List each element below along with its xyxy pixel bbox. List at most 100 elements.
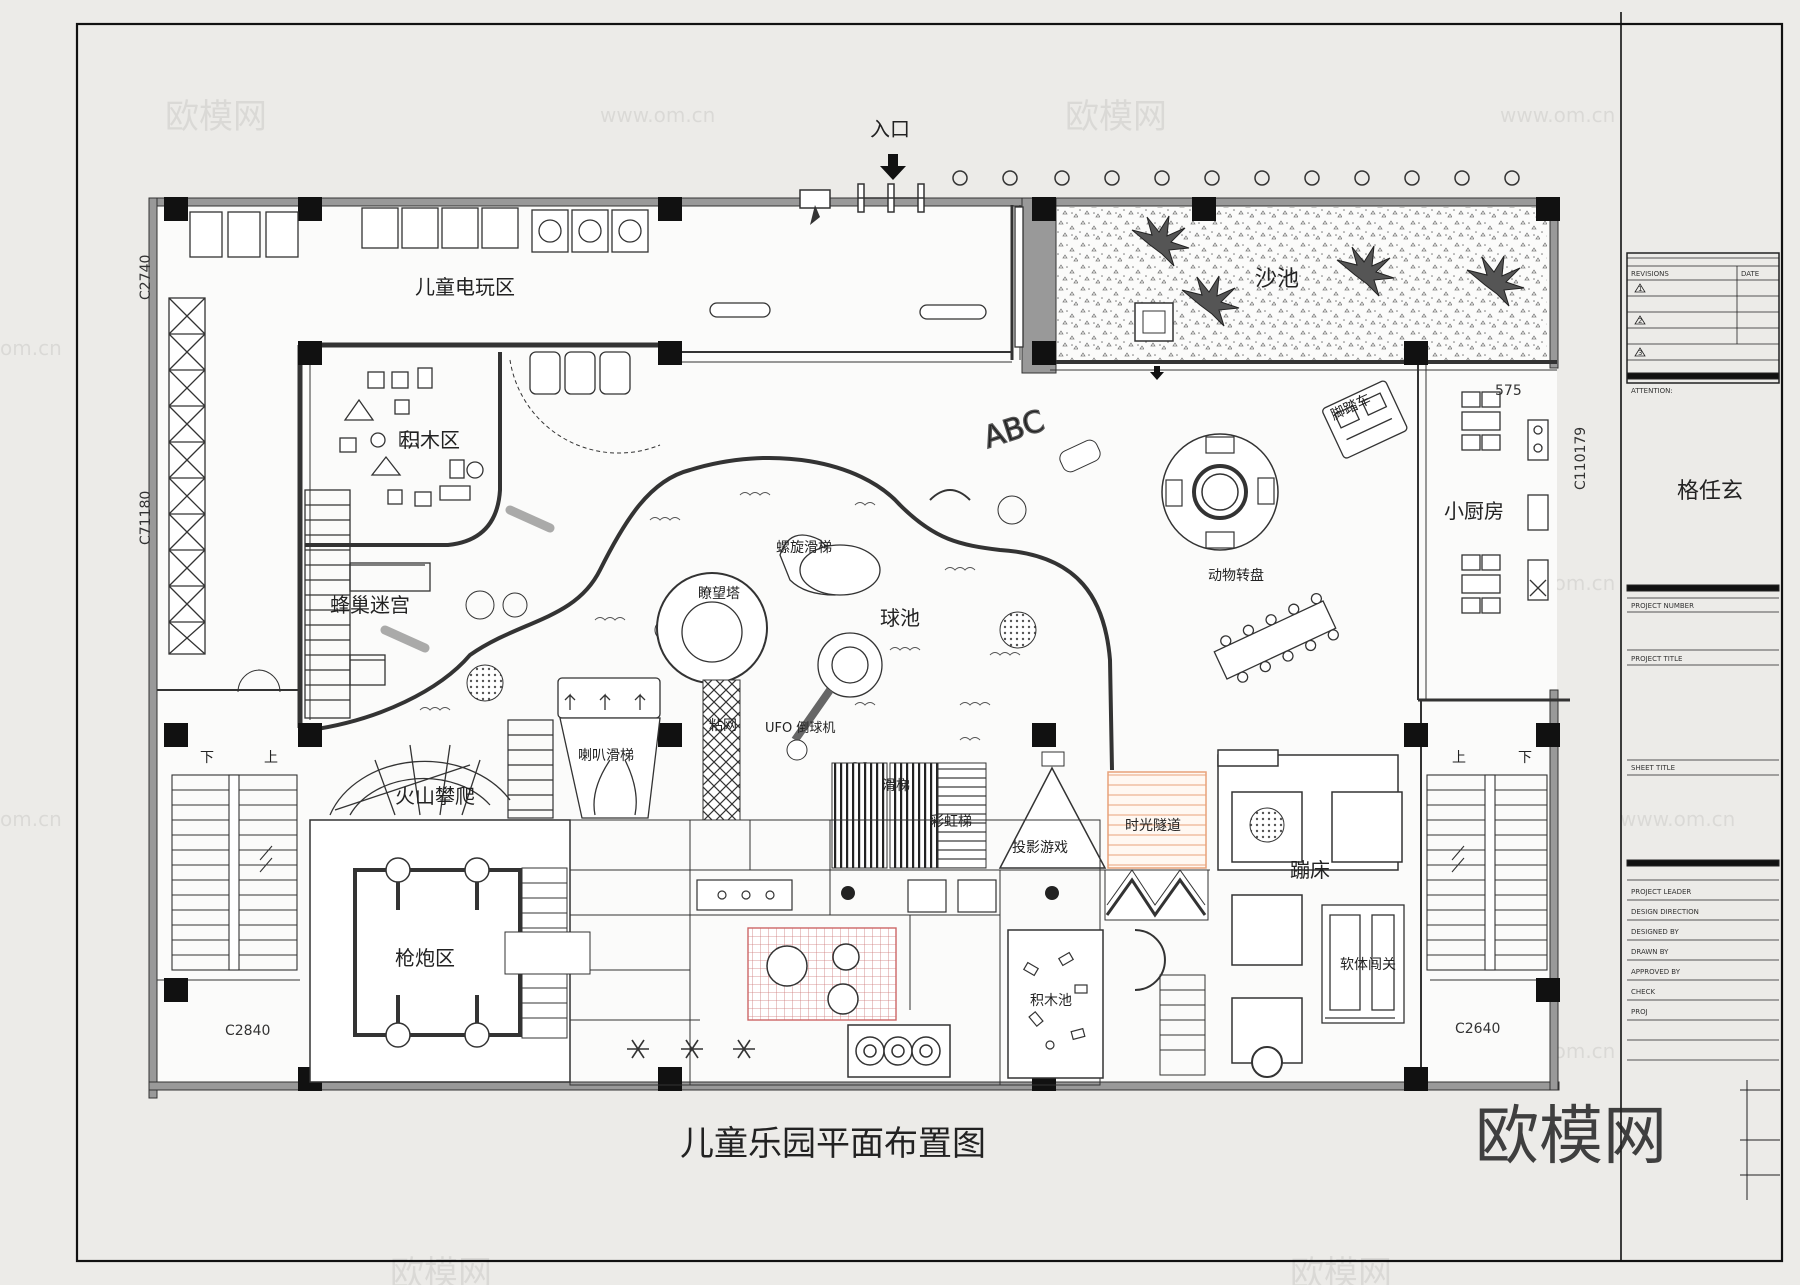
dimension-c2840: C2840 bbox=[225, 1023, 270, 1039]
pedal-car bbox=[1322, 380, 1408, 459]
watermark-brand: 欧模网 bbox=[165, 97, 267, 137]
watermark-url: om.cn bbox=[0, 807, 62, 831]
volcano-climb-label: 火山攀爬 bbox=[395, 784, 475, 808]
watermark-brand: 欧模网 bbox=[390, 1254, 492, 1285]
spiral-slide bbox=[779, 534, 883, 743]
projector-icon bbox=[1041, 751, 1065, 767]
rainbow-ladder-label: 彩虹梯 bbox=[930, 814, 972, 830]
tb-date: DATE bbox=[1741, 270, 1759, 278]
animal-carousel-label: 动物转盘 bbox=[1208, 567, 1264, 584]
dimension-c2740: C2740 bbox=[138, 255, 154, 300]
entrance-label: 入口 bbox=[870, 117, 910, 141]
dimension-c71180: C71180 bbox=[138, 491, 154, 545]
kitchen-furniture bbox=[1461, 391, 1549, 614]
rainbow-ladder bbox=[937, 762, 987, 869]
sandpit-palms bbox=[1131, 215, 1525, 327]
blocks-zone-label: 积木区 bbox=[400, 428, 460, 452]
horn-slide-stairs bbox=[507, 719, 554, 819]
trampoline-zone-label: 蹦床 bbox=[1290, 858, 1330, 882]
arcade-zone-label: 儿童电玩区 bbox=[415, 275, 515, 299]
watermark-url: www.om.cn bbox=[1620, 807, 1735, 831]
dimension-c110179: C110179 bbox=[1573, 427, 1589, 490]
structural-columns bbox=[164, 197, 1560, 1091]
entrance: 入口 bbox=[799, 117, 925, 225]
stairs-down-label: 下 bbox=[200, 750, 214, 766]
slide-stripes bbox=[889, 762, 939, 869]
sticky-net bbox=[702, 679, 741, 821]
tb-role: PROJECT LEADER bbox=[1631, 888, 1691, 896]
stairs-up-label: 上 bbox=[1452, 750, 1466, 766]
dimension-c2640: C2640 bbox=[1455, 1021, 1500, 1037]
tb-role: APPROVED BY bbox=[1631, 968, 1681, 976]
soccer-ball-icon bbox=[1251, 1046, 1283, 1078]
lookout-tower-label: 瞭望塔 bbox=[698, 586, 740, 602]
sandpit-zone-label: 沙池 bbox=[1255, 267, 1299, 292]
sandpit-area bbox=[1050, 207, 1547, 362]
watermark-url: www.om.cn bbox=[1500, 103, 1615, 127]
ball-pool-boundary bbox=[309, 455, 1114, 771]
sticky-net-label: 粘网 bbox=[709, 718, 737, 734]
small-lockers bbox=[696, 879, 997, 913]
left-staircase bbox=[171, 774, 298, 971]
tb-role: DESIGN DIRECTION bbox=[1631, 908, 1699, 916]
hive-maze-zone-label: 蜂巢迷宫 bbox=[330, 593, 410, 617]
time-tunnel bbox=[1107, 771, 1207, 869]
turnstile-icon bbox=[810, 205, 820, 225]
fan-units bbox=[847, 1024, 951, 1078]
block-pool bbox=[1007, 929, 1104, 1079]
blocks-shapes bbox=[339, 367, 484, 507]
tb-designer-name: 格任玄 bbox=[1677, 479, 1743, 504]
bumper-cars bbox=[529, 351, 631, 395]
tb-role: DRAWN BY bbox=[1631, 948, 1669, 956]
dotted-ball bbox=[1249, 807, 1285, 843]
horn-slide bbox=[557, 677, 661, 819]
star-ornaments bbox=[627, 1039, 755, 1059]
dotted-ball bbox=[999, 611, 1037, 649]
entrance-arrow-icon bbox=[880, 154, 906, 180]
volcano-climb bbox=[329, 744, 511, 816]
blocks-area-wall bbox=[305, 352, 502, 547]
horn-slide-label: 喇叭滑梯 bbox=[578, 747, 634, 764]
drawing-title: 儿童乐园平面布置图 bbox=[680, 1124, 986, 1164]
slide-stripes bbox=[831, 762, 888, 869]
sandpit-box bbox=[1134, 302, 1174, 342]
tb-sheet-title: SHEET TITLE bbox=[1631, 764, 1675, 772]
time-tunnel-label: 时光隧道 bbox=[1125, 818, 1181, 834]
stairs-up-label: 上 bbox=[264, 750, 278, 766]
hive-maze-steps bbox=[304, 489, 431, 719]
tb-project-number: PROJECT NUMBER bbox=[1631, 602, 1694, 610]
kitchen-zone-label: 小厨房 bbox=[1444, 499, 1504, 523]
tb-rev-mark: 3 bbox=[1638, 349, 1642, 357]
block-pool-label: 积木池 bbox=[1030, 993, 1072, 1009]
stairs-down-label: 下 bbox=[1518, 750, 1532, 766]
ball-pool-zone-label: 球池 bbox=[880, 606, 920, 630]
tb-project-title: PROJECT TITLE bbox=[1631, 655, 1682, 663]
tb-revisions: REVISIONS bbox=[1631, 270, 1669, 278]
title-block bbox=[1626, 252, 1780, 1200]
right-staircase bbox=[1426, 774, 1548, 971]
ufo-catcher-label: UFO 倒球机 bbox=[765, 721, 835, 736]
inner-walls bbox=[157, 205, 1570, 1088]
projection-cone bbox=[998, 766, 1107, 869]
dimension-575: 575 bbox=[1495, 383, 1522, 399]
soft-pass-zone-label: 软体闯关 bbox=[1340, 957, 1396, 973]
left-storage-rack bbox=[168, 297, 206, 655]
arcade-machines bbox=[189, 206, 1024, 348]
spiral-slide-label: 螺旋滑梯 bbox=[776, 539, 832, 556]
tb-rev-mark: 1 bbox=[1638, 285, 1642, 293]
gun-turret-icons bbox=[385, 857, 490, 1048]
soft-pass-area bbox=[1321, 904, 1405, 1024]
projection-game-label: 投影游戏 bbox=[1012, 840, 1068, 856]
tb-role: DESIGNED BY bbox=[1631, 928, 1679, 936]
dotted-ball bbox=[466, 664, 504, 702]
door-swing bbox=[237, 669, 281, 693]
animal-carousel bbox=[1161, 433, 1279, 551]
bumper-track bbox=[509, 359, 661, 454]
seesaw-bench bbox=[1213, 592, 1339, 683]
tb-rev-mark: 2 bbox=[1638, 317, 1642, 325]
ride-on-car bbox=[1059, 439, 1101, 473]
brand-watermark-logo: 欧模网 bbox=[1475, 1100, 1667, 1174]
watermark-url: om.cn bbox=[0, 336, 62, 360]
